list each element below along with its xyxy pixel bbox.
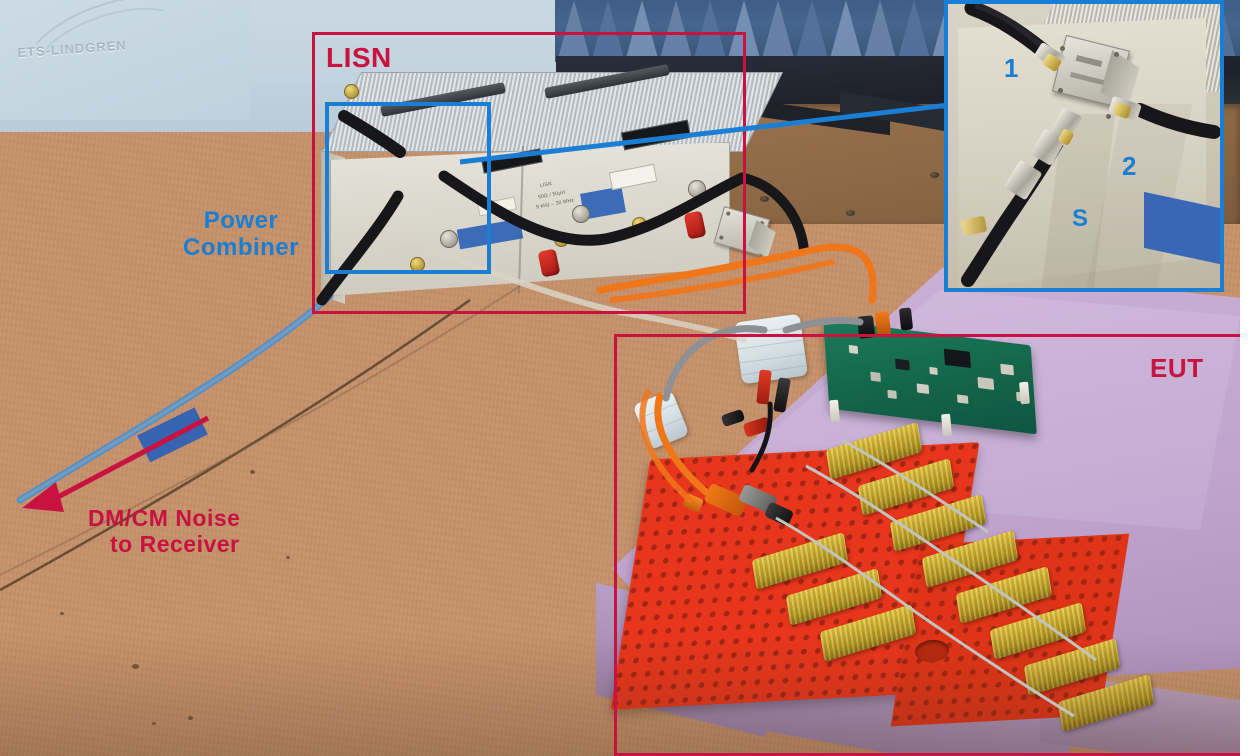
inset-port-sum-label: S	[1072, 205, 1089, 232]
surface-speck	[60, 612, 64, 615]
inset-combiner-screw	[1114, 52, 1119, 57]
power-combiner-label: Power Combiner	[156, 207, 326, 262]
power-combiner-annotation-box	[325, 102, 491, 274]
lisn-label: LISN	[326, 42, 392, 73]
inset-combiner-screw	[1058, 88, 1063, 93]
noise-label-line1: DM/CM Noise	[88, 505, 241, 531]
surface-speck	[188, 716, 193, 720]
eut-label: EUT	[1150, 353, 1204, 383]
noise-to-receiver-label: DM/CM Noise to Receiver	[88, 505, 241, 558]
chamber-wall-panel-left	[0, 0, 250, 120]
inset-port-2-label: 2	[1122, 151, 1137, 181]
power-combiner-label-line1: Power	[203, 207, 279, 234]
table-front-shading	[0, 636, 1240, 756]
surface-speck	[152, 722, 156, 725]
inset-port-1-label: 1	[1004, 53, 1019, 83]
inset-combiner-screw	[1106, 114, 1111, 119]
surface-speck	[250, 470, 255, 474]
power-combiner-inset-panel: 1 2 S	[944, 0, 1224, 292]
inset-combiner-screw	[1060, 46, 1065, 51]
floor-bolt	[846, 210, 855, 216]
lisn-top-sma	[344, 84, 359, 99]
floor-bolt	[930, 172, 939, 178]
eut-annotation-box	[614, 334, 1240, 756]
inset-cables	[961, 4, 1220, 287]
floor-bolt	[760, 196, 769, 202]
right-white-margin	[1240, 0, 1256, 756]
noise-label-line2: to Receiver	[110, 530, 240, 557]
lisn-annotation-box	[312, 32, 746, 314]
surface-speck	[286, 556, 290, 559]
lisn-rf-connector-b	[572, 205, 590, 223]
power-combiner-label-line2: Combiner	[182, 233, 299, 261]
lisn-rf-connector-a	[440, 230, 458, 248]
surface-speck	[132, 664, 139, 669]
